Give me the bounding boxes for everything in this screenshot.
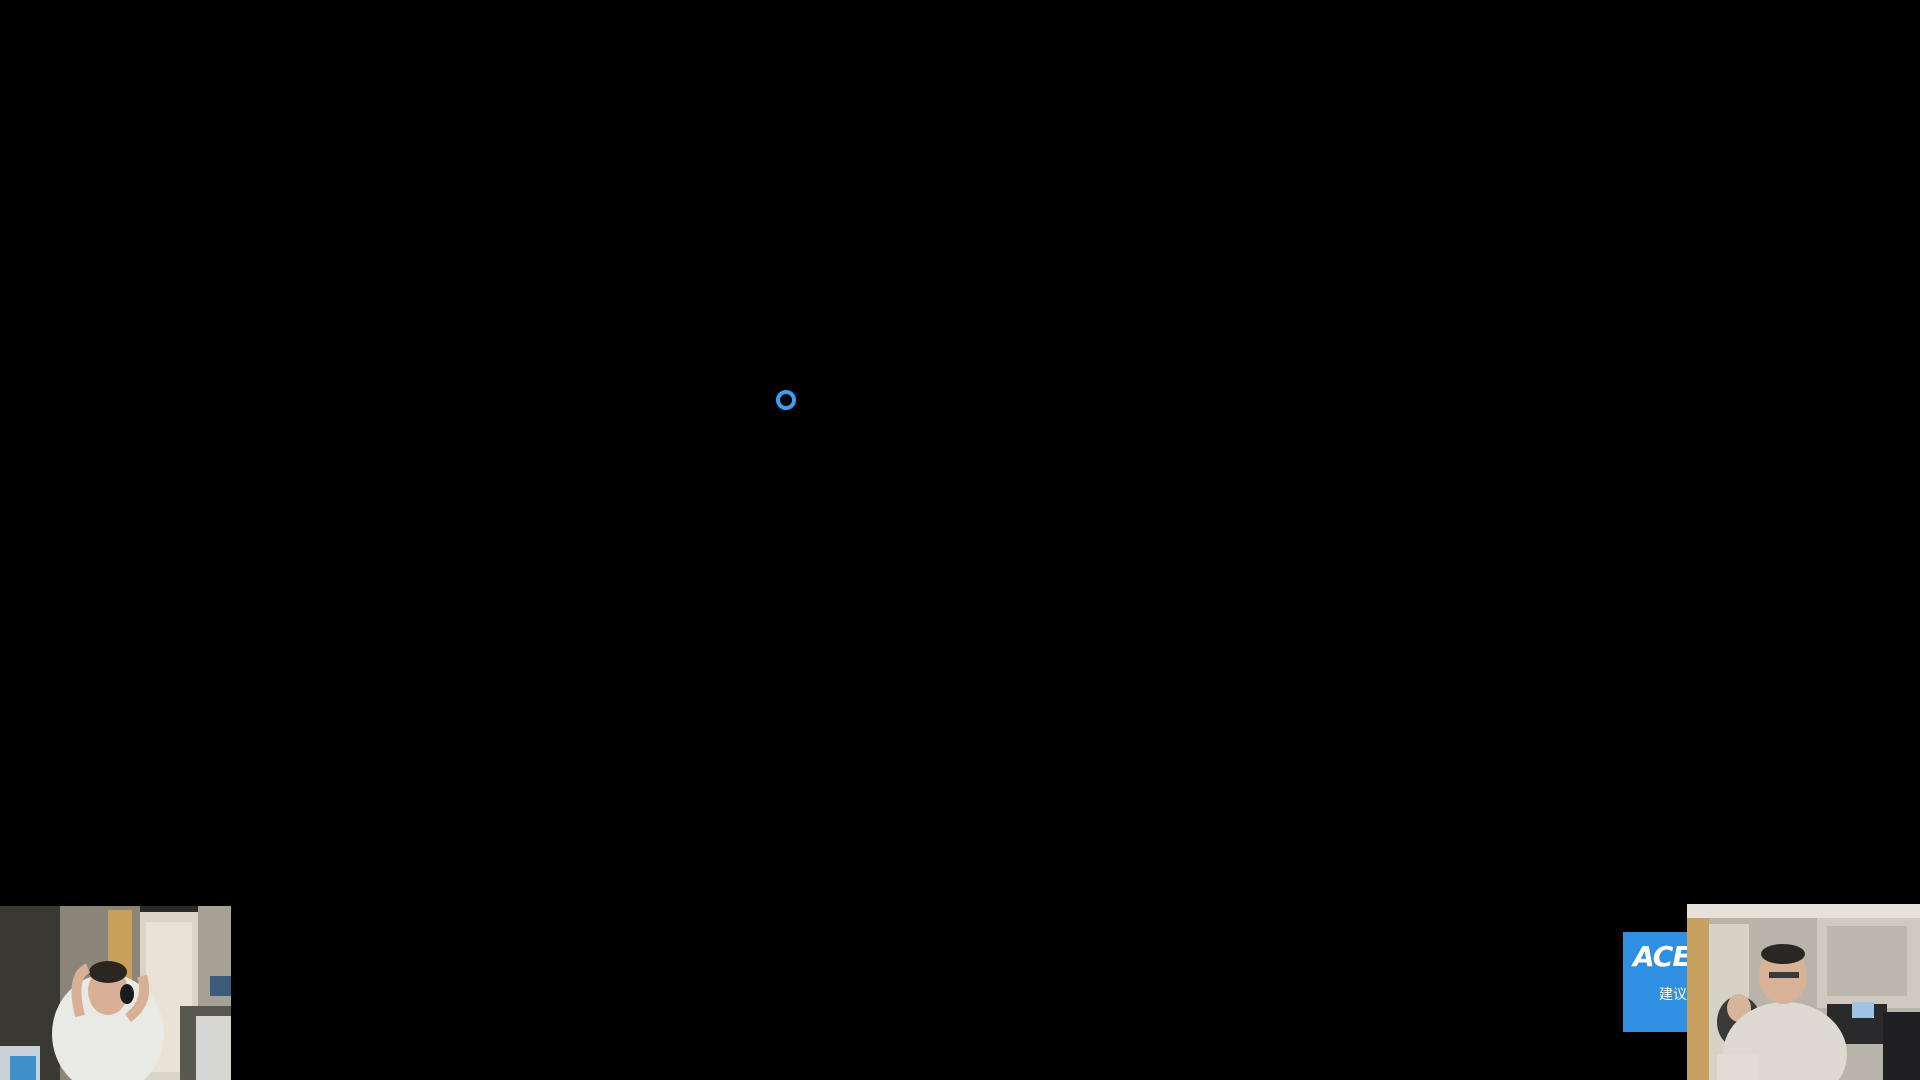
ace-badge-text: 建议: [1659, 987, 1687, 1003]
webcam-feed-left: [0, 906, 231, 1080]
ace-logo: ACE: [1633, 940, 1687, 973]
ace-badge: ACE 建议: [1623, 932, 1687, 1032]
webcam-feed-right: [1687, 904, 1920, 1080]
webcam-image-left: [0, 906, 231, 1080]
loading-spinner-icon: [776, 390, 796, 410]
webcam-image-right: [1687, 904, 1920, 1080]
